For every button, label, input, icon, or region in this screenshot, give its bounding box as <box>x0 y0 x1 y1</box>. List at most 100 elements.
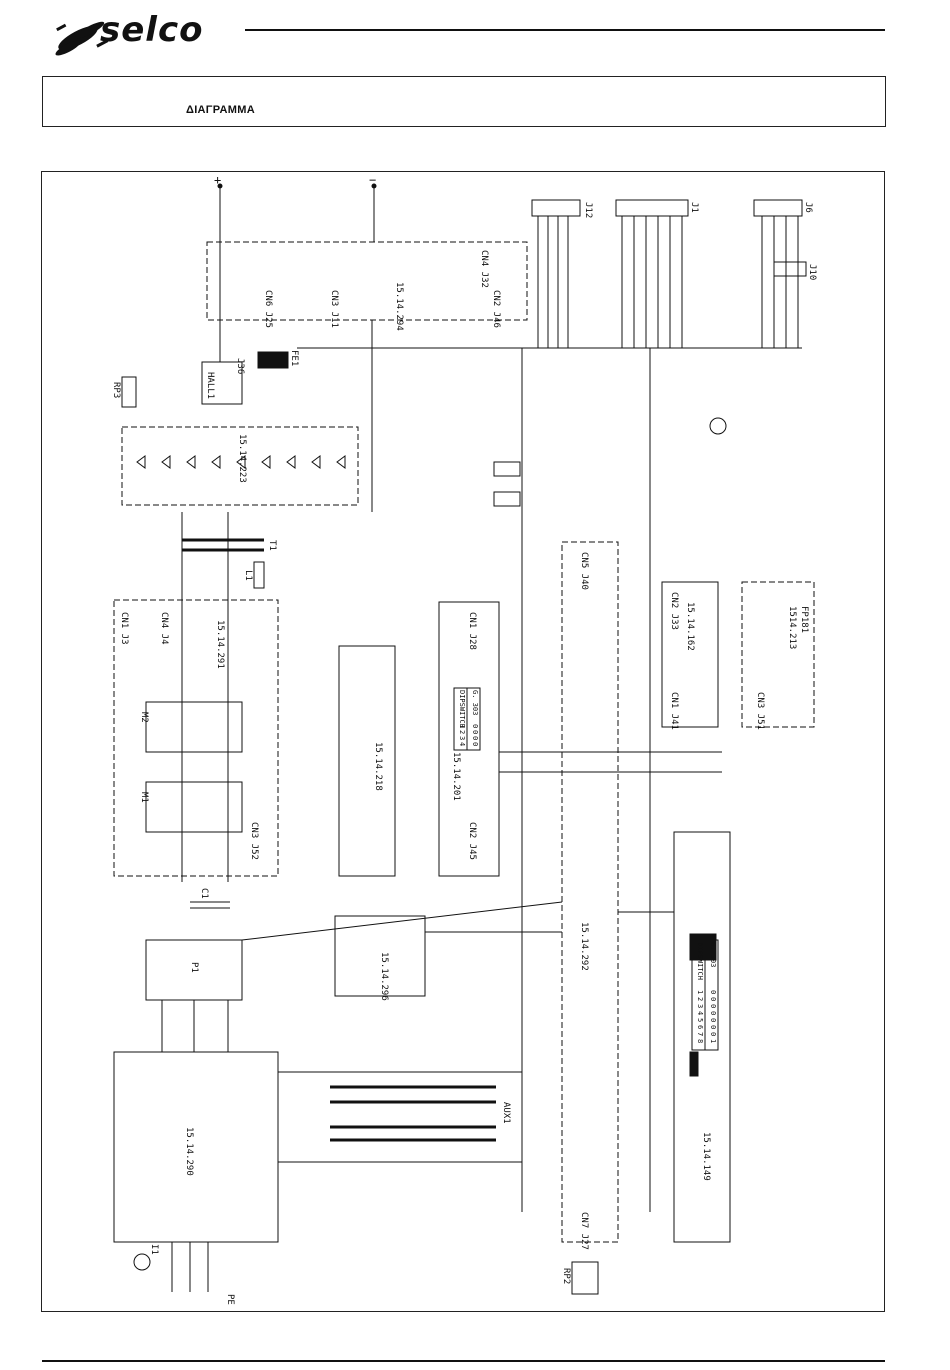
footer-rule <box>42 1360 885 1362</box>
label-cn4-j4: CN4 J4 <box>159 612 169 645</box>
label-board-223: 15.14.223 <box>237 434 247 483</box>
board-15-14-296 <box>334 915 426 997</box>
dip2-r6: 0 <box>709 1025 717 1029</box>
dip1-r2: 0 <box>471 730 479 734</box>
label-p1: P1 <box>189 962 199 973</box>
rp3-resistor <box>121 376 137 408</box>
label-cn3-j51: CN3 J51 <box>755 692 765 730</box>
dip1-h1: 1 <box>458 724 466 728</box>
label-board-218: 15.14.218 <box>373 742 383 791</box>
label-rp3: RP3 <box>111 382 121 398</box>
inductor-l1 <box>253 561 265 589</box>
label-aux1: AUX1 <box>501 1102 511 1124</box>
label-fe1: FE1 <box>289 350 299 366</box>
dip2-h3: 3 <box>696 1004 704 1008</box>
dip2-r4: 0 <box>709 1011 717 1015</box>
connector-j1 <box>615 199 689 217</box>
hall-sensor <box>201 361 243 405</box>
connector-j6 <box>753 199 803 217</box>
dip1-r4: 0 <box>471 742 479 746</box>
label-rp2: RP2 <box>561 1268 571 1284</box>
dip2-h2: 2 <box>696 997 704 1001</box>
header-rule <box>245 29 885 31</box>
label-board-290: 15.14.290 <box>184 1127 194 1176</box>
label-pe: PE <box>225 1294 235 1305</box>
connector-j12 <box>531 199 581 217</box>
label-board-296: 15.14.296 <box>379 952 389 1001</box>
connector-j10 <box>773 261 807 277</box>
label-j1: J1 <box>689 202 699 213</box>
label-cn4-j32: CN4 J32 <box>479 250 489 288</box>
dip1-h4: 4 <box>458 742 466 746</box>
terminal-minus: − <box>369 173 376 187</box>
dip2-h5: 5 <box>696 1018 704 1022</box>
page-title: ΔΙΑΓΡΑΜΜΑ <box>186 104 255 116</box>
dip2-r7: 0 <box>709 1032 717 1036</box>
board-15-14-294 <box>206 241 528 321</box>
schematic-drawing: 15.14.294 15.14.223 15.14.291 15.14.218 … <box>111 173 817 1305</box>
label-cn1-j3: CN1 J3 <box>119 612 129 645</box>
dip2-r3: 0 <box>709 1004 717 1008</box>
dip2-h7: 7 <box>696 1032 704 1036</box>
dip1-h0: DIPSWITCH <box>458 690 466 728</box>
label-i1: I1 <box>149 1244 159 1255</box>
page-header: selco <box>0 0 950 70</box>
label-cn1-j41: CN1 J41 <box>669 692 679 730</box>
motor-m-icon <box>709 417 727 435</box>
label-j6: J6 <box>803 202 813 213</box>
label-board-201: 15.14.201 <box>451 752 461 801</box>
label-cn2-j46: CN2 J46 <box>491 290 501 328</box>
title-box: ΔΙΑΓΡΑΜΜΑ <box>42 76 886 127</box>
board-15-14-290 <box>113 1051 279 1243</box>
dip1-h2: 2 <box>458 730 466 734</box>
rp2-resistor <box>571 1261 599 1295</box>
label-cn6-j25: CN6 J25 <box>263 290 273 328</box>
dip1-r0: G. 303 <box>471 690 479 715</box>
dip2-r0: G. 303 <box>709 942 717 967</box>
board-15-14-213 <box>741 581 815 728</box>
label-board-291: 15.14.291 <box>215 620 225 669</box>
label-c1: C1 <box>199 888 209 899</box>
label-cn2-j33: CN2 J33 <box>669 592 679 630</box>
dip1-r3: 0 <box>471 736 479 740</box>
label-fp181: FP181 <box>799 606 809 633</box>
dip1-h3: 3 <box>458 736 466 740</box>
label-cn1-j28: CN1 J28 <box>467 612 477 650</box>
board-15-14-162 <box>661 581 719 728</box>
label-j10: J10 <box>807 264 817 280</box>
terminal-plus: + <box>214 173 221 187</box>
label-board-162: 15.14.162 <box>685 602 695 651</box>
label-m2: M2 <box>139 712 149 723</box>
dip2-h1: 1 <box>696 990 704 994</box>
wiring-diagram: 15.14.294 15.14.223 15.14.291 15.14.218 … <box>41 171 885 1312</box>
dipswitch-table-1: DIPSWITCH G. 303 1 0 2 0 3 0 4 0 <box>453 687 481 751</box>
label-board-294: 15.14.294 <box>394 282 404 331</box>
selco-swirl-logo-icon <box>55 21 109 56</box>
label-cn3-j11: CN3 J11 <box>329 290 339 328</box>
board-15-14-149 <box>673 831 731 1243</box>
board-15-14-291 <box>113 599 279 877</box>
board-15-14-292 <box>561 541 619 1243</box>
dip2-h8: 8 <box>696 1039 704 1043</box>
label-j12: J12 <box>583 202 593 218</box>
dip2-h4: 4 <box>696 1011 704 1015</box>
label-cn3-j52: CN3 J52 <box>249 822 259 860</box>
label-t1: T1 <box>267 540 277 551</box>
label-cn7-j27: CN7 J27 <box>579 1212 589 1250</box>
label-l1: L1 <box>243 570 253 581</box>
main-switch-icon <box>133 1253 151 1271</box>
label-hall: HALL1 <box>205 372 215 399</box>
board-15-14-201 <box>438 601 500 877</box>
dip2-h6: 6 <box>696 1025 704 1029</box>
dipswitch-table-2: DIPSWITCH G. 303 1 0 2 0 3 0 4 0 5 0 6 0… <box>691 939 719 1051</box>
diode-bridge-row <box>136 455 346 469</box>
board-15-14-218 <box>338 645 396 877</box>
label-cn5-j40: CN5 J40 <box>579 552 589 590</box>
board-15-14-223 <box>121 426 359 506</box>
label-board-149: 15.14.149 <box>701 1132 711 1181</box>
label-cn2-j45: CN2 J45 <box>467 822 477 860</box>
dip1-r1: 0 <box>471 724 479 728</box>
dip2-h0: DIPSWITCH <box>696 942 704 980</box>
label-board-213: 1514.213 <box>787 606 797 649</box>
brand-name: selco <box>100 10 204 50</box>
